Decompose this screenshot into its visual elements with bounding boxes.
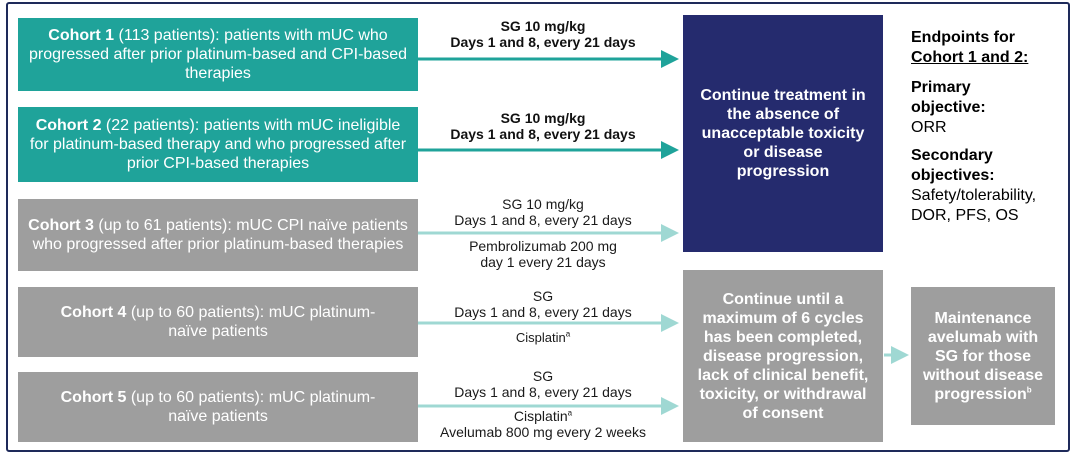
regimen-cohort-2: SG 10 mg/kg Days 1 and 8, every 21 days — [420, 110, 666, 142]
footnote-a-marker: a — [565, 329, 571, 339]
regimen-3-pembrolizumab-schedule: day 1 every 21 days — [480, 254, 606, 270]
regimen-cohort-5-sg: SG Days 1 and 8, every 21 days — [420, 368, 666, 400]
cohort-3-box: Cohort 3 (up to 61 patients): mUC CPI na… — [18, 199, 418, 271]
continue-treatment-text: Continue treatment in the absence of una… — [700, 87, 866, 180]
endpoints-panel: Endpoints for Cohort 1 and 2: Primary ob… — [911, 28, 1061, 226]
cohort-4-description: (up to 60 patients): mUC platinum-naïve … — [126, 304, 376, 340]
endpoints-cohorts: Cohort 1 and 2: — [911, 49, 1029, 66]
regimen-cohort-3-sg: SG 10 mg/kg Days 1 and 8, every 21 days — [420, 196, 666, 228]
regimen-cohort-5-combo: Cisplatina Avelumab 800 mg every 2 weeks — [420, 408, 666, 440]
maintenance-box: Maintenance avelumab with SG for those w… — [911, 287, 1055, 425]
maintenance-text: Maintenance avelumab with SG for those w… — [922, 309, 1044, 403]
regimen-4-cisplatin: Cisplatin — [515, 330, 566, 345]
cohort-2-description: (22 patients): patients with mUC ineligi… — [29, 117, 407, 172]
regimen-5-dose: SG — [532, 368, 554, 384]
regimen-3-dose: SG 10 mg/kg — [502, 196, 584, 212]
regimen-5-cisplatin: Cisplatin — [513, 408, 568, 424]
cohort-1-box: Cohort 1 (113 patients): patients with m… — [18, 18, 418, 91]
cohort-3-description: (up to 61 patients): mUC CPI naïve patie… — [32, 217, 408, 253]
regimen-4-schedule: Days 1 and 8, every 21 days — [454, 304, 632, 320]
regimen-4-dose: SG — [532, 288, 554, 304]
cohort-1-description: (113 patients): patients with mUC who pr… — [29, 27, 407, 82]
regimen-3-schedule: Days 1 and 8, every 21 days — [454, 212, 632, 228]
regimen-cohort-4-sg: SG Days 1 and 8, every 21 days — [420, 288, 666, 320]
regimen-2-schedule: Days 1 and 8, every 21 days — [450, 126, 636, 142]
regimen-1-dose: SG 10 mg/kg — [500, 18, 586, 34]
regimen-cohort-3-pembro: Pembrolizumab 200 mg day 1 every 21 days — [420, 238, 666, 270]
secondary-objectives-value: Safety/tolerability, DOR, PFS, OS — [911, 187, 1037, 224]
cohort-5-title: Cohort 5 — [60, 389, 127, 406]
cohort-5-box: Cohort 5 (up to 60 patients): mUC platin… — [18, 372, 418, 442]
secondary-objectives-label: Secondary objectives: — [911, 147, 995, 184]
endpoints-title: Endpoints for — [911, 29, 1015, 46]
continue-until-box: Continue until a maximum of 6 cycles has… — [683, 270, 883, 442]
footnote-a-marker: a — [567, 408, 573, 418]
continue-treatment-box: Continue treatment in the absence of una… — [683, 15, 883, 252]
primary-objective-label: Primary objective: — [911, 79, 986, 116]
cohort-1-title: Cohort 1 — [48, 27, 115, 44]
regimen-5-schedule: Days 1 and 8, every 21 days — [454, 384, 632, 400]
footnote-b-marker: b — [1026, 385, 1032, 395]
regimen-3-pembrolizumab: Pembrolizumab 200 mg — [469, 238, 617, 254]
regimen-cohort-1: SG 10 mg/kg Days 1 and 8, every 21 days — [420, 18, 666, 50]
cohort-4-box: Cohort 4 (up to 60 patients): mUC platin… — [18, 287, 418, 357]
cohort-5-description: (up to 60 patients): mUC platinum-naïve … — [126, 389, 376, 425]
regimen-5-avelumab: Avelumab 800 mg every 2 weeks — [440, 424, 646, 440]
continue-until-text: Continue until a maximum of 6 cycles has… — [697, 290, 869, 422]
cohort-3-title: Cohort 3 — [28, 217, 94, 234]
regimen-1-schedule: Days 1 and 8, every 21 days — [450, 34, 636, 50]
regimen-cohort-4-cisplatin: Cisplatina — [420, 330, 666, 346]
cohort-2-title: Cohort 2 — [35, 117, 102, 134]
cohort-4-title: Cohort 4 — [60, 304, 127, 321]
cohort-2-box: Cohort 2 (22 patients): patients with mU… — [18, 107, 418, 182]
regimen-2-dose: SG 10 mg/kg — [500, 110, 586, 126]
diagram-frame — [6, 2, 1070, 452]
primary-objective-value: ORR — [911, 119, 947, 136]
